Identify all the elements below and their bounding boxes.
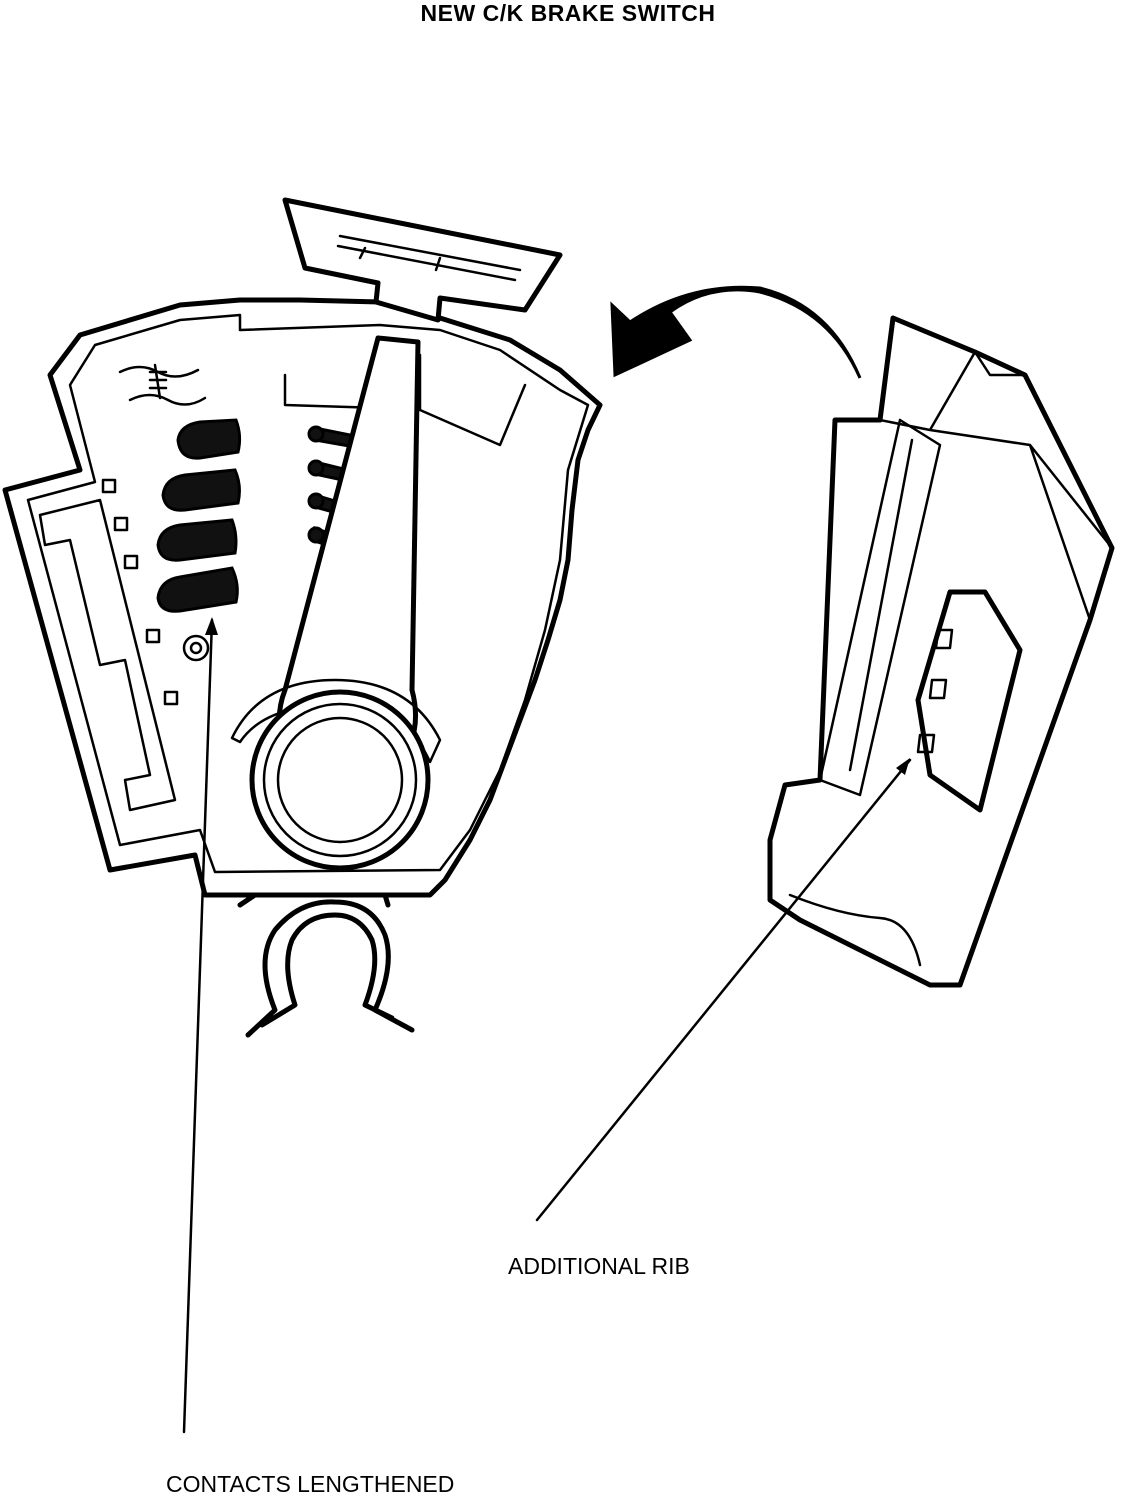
- contact-finger-2-tip: [307, 459, 325, 477]
- round-boss: [182, 634, 210, 662]
- round-boss-inner: [189, 641, 203, 655]
- recess-area: [283, 353, 527, 447]
- contact-pad-1: [176, 418, 242, 460]
- cover-top-face: [878, 316, 1114, 622]
- leader-arrow-contacts: [205, 617, 218, 635]
- hub-middle-ring: [262, 702, 418, 858]
- contact-finger-3-tip: [307, 492, 325, 510]
- contact-pad-2: [161, 468, 241, 512]
- hub-inner-ring: [276, 716, 404, 844]
- switch-cover: [767, 315, 1115, 988]
- leader-line-rib: [535, 758, 912, 1222]
- diagram-title: NEW C/K BRAKE SWITCH: [420, 0, 716, 26]
- actuator-tab-groove: [336, 234, 522, 282]
- contact-pad-3: [156, 518, 238, 562]
- spring-icon: [118, 363, 207, 406]
- cover-long-rib: [818, 418, 942, 797]
- contact-pad-4: [156, 566, 239, 613]
- hole-4: [145, 628, 161, 644]
- contact-finger-4-tip: [307, 526, 325, 544]
- leader-line-contacts: [182, 618, 214, 1434]
- hole-1: [101, 478, 117, 494]
- switch-body: [2, 197, 603, 1038]
- mounting-clip: [237, 892, 415, 1038]
- leader-arrow-rib: [896, 758, 910, 775]
- hole-5: [163, 690, 179, 706]
- callout-contacts-lengthened: CONTACTS LENGTHENED: [166, 1471, 455, 1497]
- contact-finger-1-tip: [307, 425, 325, 443]
- curved-arrow: [610, 285, 862, 379]
- callout-additional-rib: ADDITIONAL RIB: [508, 1253, 690, 1279]
- hole-2: [113, 516, 129, 532]
- hole-3: [123, 554, 139, 570]
- cover-bottom-curve: [788, 893, 922, 967]
- left-channel: [38, 498, 177, 812]
- cover-inner-block: [915, 589, 1023, 813]
- switch-housing-inner: [26, 313, 590, 874]
- actuator-tab: [282, 197, 563, 323]
- cover-rib-detail: [916, 628, 954, 754]
